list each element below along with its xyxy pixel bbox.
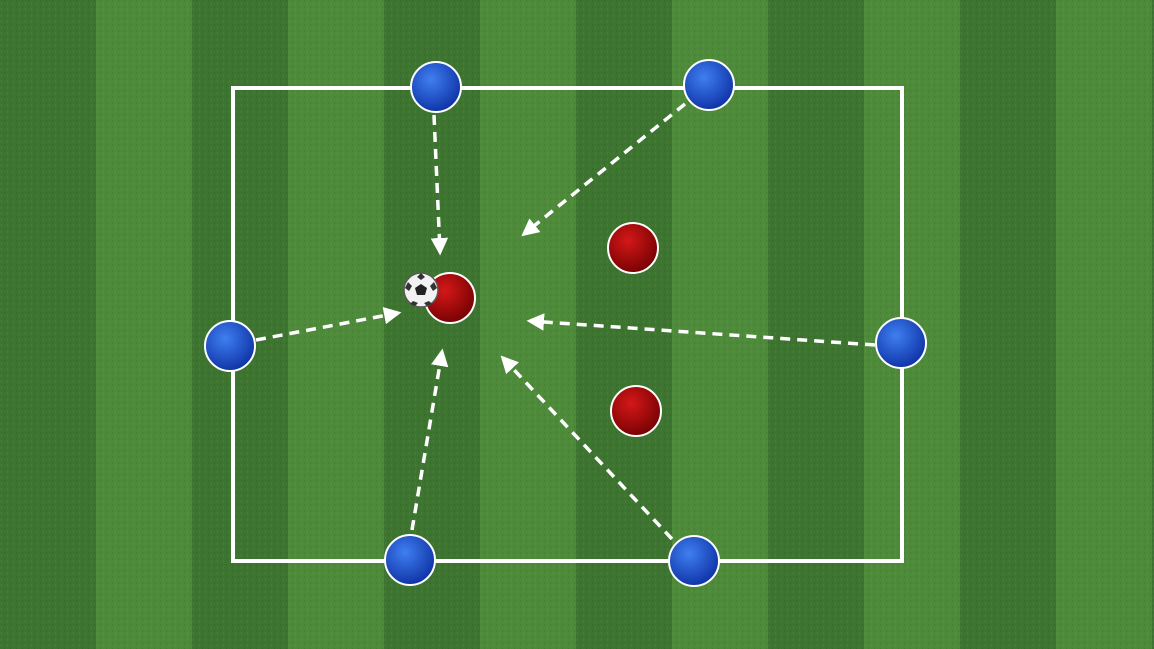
- attacker-player: [410, 61, 462, 113]
- attacker-player: [875, 317, 927, 369]
- pass-arrow: [500, 355, 674, 541]
- soccer-ball-icon: [403, 272, 439, 308]
- pass-arrow: [521, 102, 687, 237]
- pass-arrow: [526, 313, 876, 347]
- defender-player: [607, 222, 659, 274]
- pass-arrows: [255, 102, 876, 541]
- attacker-player: [204, 320, 256, 372]
- attacker-player: [683, 59, 735, 111]
- attacker-player: [668, 535, 720, 587]
- pass-arrow: [430, 114, 449, 256]
- pass-arrow: [255, 307, 402, 342]
- pass-arrow: [410, 348, 449, 531]
- attackers-group: [204, 59, 927, 587]
- attacker-player: [384, 534, 436, 586]
- defender-player: [610, 385, 662, 437]
